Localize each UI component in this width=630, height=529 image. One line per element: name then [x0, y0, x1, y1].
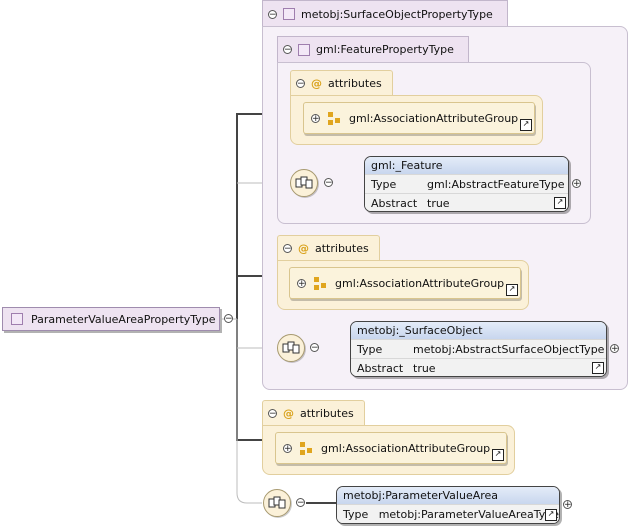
feature-element-box[interactable]: gml:_Feature Type gml:AbstractFeatureType…: [364, 156, 569, 212]
collapse-icon[interactable]: −: [310, 343, 319, 353]
attributes-label: attributes: [328, 77, 382, 90]
attribute-group-box[interactable]: + gml:AssociationAttributeGroup ↗: [303, 102, 535, 134]
attribute-group-icon: [314, 276, 327, 290]
inner-group-label: gml:FeaturePropertyType: [316, 43, 454, 56]
collapse-icon[interactable]: −: [268, 409, 277, 419]
feature-element-name: gml:_Feature: [365, 157, 568, 174]
attributes-tab[interactable]: − @ attributes: [277, 235, 380, 261]
attributes-label: attributes: [315, 242, 369, 255]
attributes-tab[interactable]: − @ attributes: [262, 400, 365, 426]
complex-type-icon: [11, 313, 23, 325]
collapse-icon[interactable]: −: [283, 244, 292, 254]
outer-group-tab[interactable]: − metobj:SurfaceObjectPropertyType: [262, 0, 508, 27]
type-key: Type: [357, 342, 383, 356]
type-value: gml:AbstractFeatureType: [427, 177, 565, 191]
type-key: Type: [371, 177, 397, 191]
attribute-icon: @: [298, 242, 309, 255]
expand-icon[interactable]: +: [610, 344, 619, 354]
attributes-tab[interactable]: − @ attributes: [290, 70, 393, 96]
sequence-icon[interactable]: [277, 334, 305, 362]
collapse-icon[interactable]: −: [283, 45, 292, 55]
root-type-label: ParameterValueAreaPropertyType: [31, 312, 216, 326]
link-arrow-icon[interactable]: ↗: [554, 197, 566, 209]
param-element-name: metobj:ParameterValueArea: [337, 487, 559, 504]
attribute-icon: @: [311, 77, 322, 90]
link-arrow-icon[interactable]: ↗: [545, 509, 557, 521]
outer-group-label: metobj:SurfaceObjectPropertyType: [301, 7, 493, 21]
param-element-box[interactable]: metobj:ParameterValueArea Type metobj:Par…: [336, 486, 560, 524]
link-arrow-icon[interactable]: ↗: [592, 362, 604, 374]
attribute-group-label: gml:AssociationAttributeGroup: [335, 276, 505, 290]
surface-element-box[interactable]: metobj:_SurfaceObject Type metobj:Abstrac…: [350, 321, 607, 377]
collapse-icon[interactable]: −: [268, 9, 277, 20]
abstract-value: true: [427, 196, 450, 210]
abstract-value: true: [413, 361, 436, 375]
collapse-icon[interactable]: −: [296, 79, 305, 89]
abstract-key: Abstract: [371, 196, 418, 210]
link-arrow-icon[interactable]: ↗: [492, 449, 504, 461]
attribute-group-label: gml:AssociationAttributeGroup: [321, 441, 491, 455]
type-value: metobj:AbstractSurfaceObjectType: [413, 342, 605, 356]
collapse-icon[interactable]: −: [324, 178, 333, 188]
attribute-group-icon: [300, 441, 313, 455]
type-value: metobj:ParameterValueAreaType: [378, 507, 559, 521]
link-arrow-icon[interactable]: ↗: [520, 119, 532, 131]
expand-icon[interactable]: +: [311, 113, 320, 124]
expand-icon[interactable]: +: [572, 179, 581, 189]
surface-element-name: metobj:_SurfaceObject: [351, 322, 606, 339]
expand-icon[interactable]: +: [283, 443, 292, 454]
inner-group-tab[interactable]: − gml:FeaturePropertyType: [277, 36, 469, 62]
collapse-icon[interactable]: −: [224, 314, 233, 324]
link-arrow-icon[interactable]: ↗: [506, 284, 518, 296]
sequence-icon[interactable]: [290, 169, 318, 197]
abstract-key: Abstract: [357, 361, 404, 375]
attribute-group-label: gml:AssociationAttributeGroup: [349, 111, 519, 125]
attribute-group-icon: [328, 111, 341, 125]
attributes-label: attributes: [300, 407, 354, 420]
attribute-group-box[interactable]: + gml:AssociationAttributeGroup ↗: [275, 432, 507, 464]
root-type-box[interactable]: ParameterValueAreaPropertyType: [2, 307, 220, 331]
complex-type-icon: [283, 8, 295, 20]
collapse-icon[interactable]: −: [296, 498, 305, 508]
sequence-icon[interactable]: [263, 489, 291, 517]
complex-type-icon: [298, 43, 310, 56]
attribute-icon: @: [283, 407, 294, 420]
type-key: Type: [343, 507, 369, 521]
expand-icon[interactable]: +: [297, 278, 306, 289]
expand-icon[interactable]: +: [563, 500, 572, 510]
attribute-group-box[interactable]: + gml:AssociationAttributeGroup ↗: [289, 267, 521, 299]
